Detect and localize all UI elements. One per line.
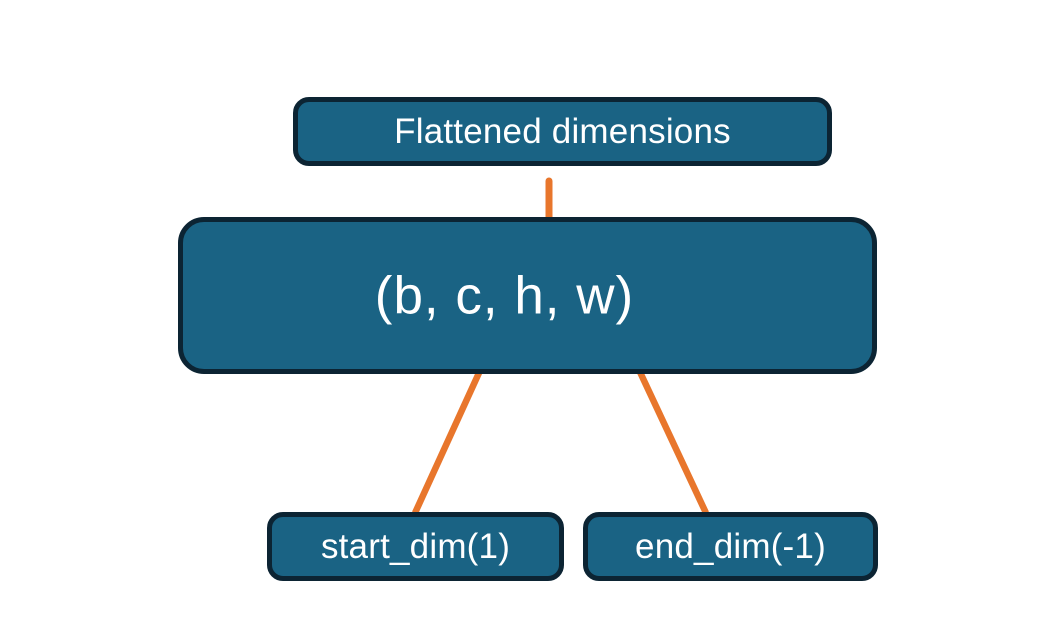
flattened-dimensions-box: Flattened dimensions	[293, 97, 832, 166]
start-dim-label: start_dim(1)	[320, 526, 511, 566]
end-dim-label: end_dim(-1)	[635, 526, 826, 566]
flattened-dimensions-label: Flattened dimensions	[394, 111, 731, 151]
end-dim-box: end_dim(-1)	[583, 512, 878, 581]
tensor-shape-label: (b, c, h, w)	[374, 266, 635, 325]
start-dim-box: start_dim(1)	[267, 512, 564, 581]
tensor-shape-box: (b, c, h, w)	[178, 217, 877, 374]
